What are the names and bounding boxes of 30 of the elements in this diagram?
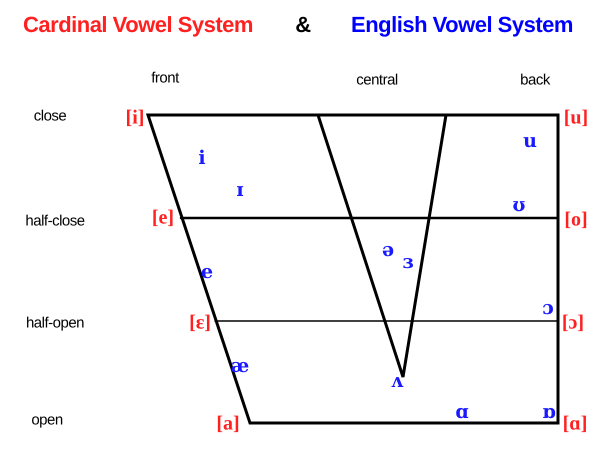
cardinal-vowel-label: [i] [126, 106, 144, 130]
heading: Cardinal Vowel System [23, 12, 253, 38]
axis-label: half-close [25, 212, 85, 230]
vowel-symbol: u [523, 130, 537, 152]
heading: English Vowel System [351, 12, 573, 38]
cardinal-vowel-label: [ɑ] [562, 412, 588, 436]
axis-label: open [31, 412, 63, 428]
cardinal-vowel-label: [u] [564, 106, 588, 130]
vowel-symbol: ɪ [236, 179, 244, 201]
vowel-symbol: ɑ [455, 401, 469, 423]
axis-label: front [151, 70, 179, 86]
vowel-symbol: ʌ [390, 370, 404, 392]
cardinal-vowel-label: [a] [216, 412, 240, 436]
vowel-symbol: ɜ [402, 251, 414, 273]
cardinal-vowel-label: [e] [152, 206, 174, 230]
vowel-symbol: i [198, 147, 206, 169]
axis-label: central [356, 72, 398, 88]
axis-label: half-open [26, 314, 84, 332]
cardinal-vowel-label: [ɔ] [562, 312, 584, 334]
vowel-symbol: æ [230, 355, 250, 377]
vowel-symbol: e [200, 261, 214, 283]
cardinal-vowel-label: [ɛ] [189, 312, 211, 334]
vowel-symbol: ə [382, 239, 394, 261]
heading: & [295, 12, 311, 38]
axis-label: close [34, 108, 66, 124]
axis-label: back [520, 72, 550, 88]
vowel-symbol: ɒ [542, 401, 556, 423]
cardinal-vowel-label: [o] [564, 208, 588, 232]
vowel-symbol: ʊ [512, 194, 526, 216]
vowel-symbol: ɔ [542, 297, 554, 319]
